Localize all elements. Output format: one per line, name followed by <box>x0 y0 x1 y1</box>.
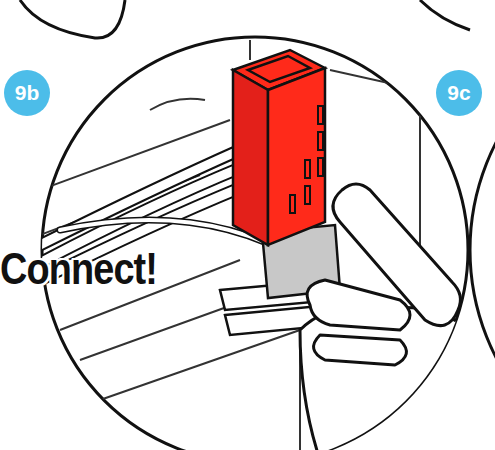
prev-panel-outline <box>420 0 470 30</box>
prev-panel-outline <box>20 0 125 38</box>
callout-number: 9c <box>436 70 482 116</box>
action-label: Connect! <box>0 244 157 294</box>
lens-content <box>30 35 470 450</box>
callout-badge <box>436 70 482 116</box>
callout-number: 9b <box>4 70 50 116</box>
callout-badge <box>4 70 50 116</box>
